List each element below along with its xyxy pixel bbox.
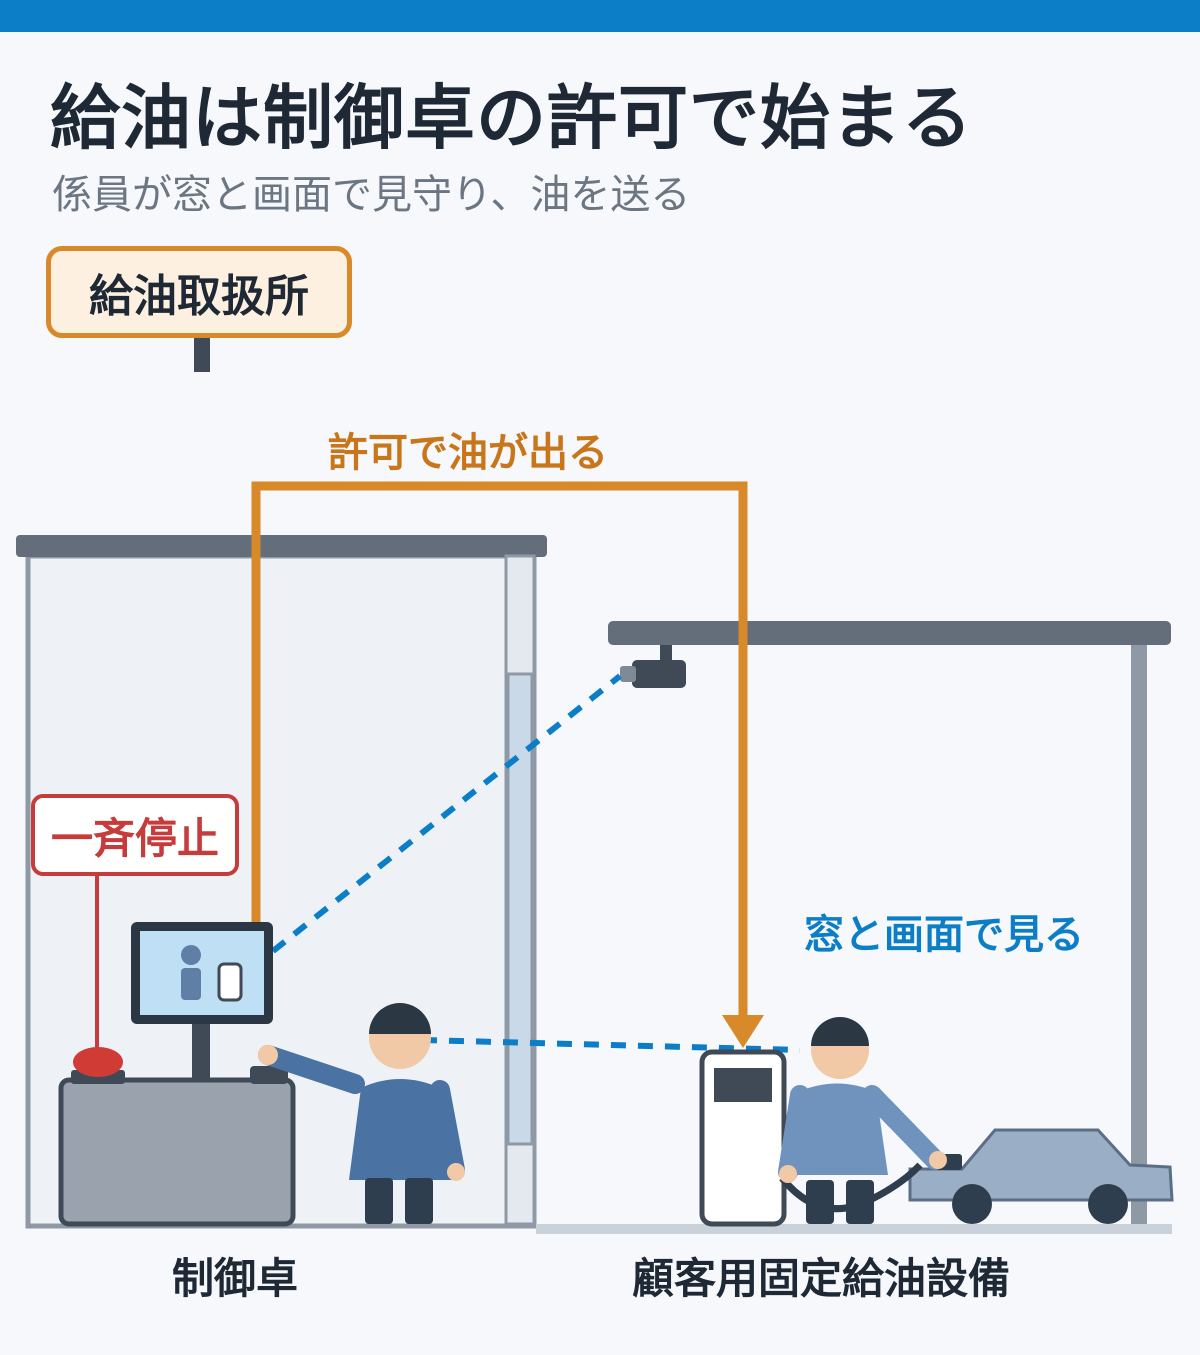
canopy-roof — [608, 621, 1171, 645]
customer-body — [786, 1083, 888, 1175]
dispenser-caption: 顧客用固定給油設備 — [632, 1254, 1011, 1303]
monitoring-label: 窓と画面で見る — [804, 912, 1084, 958]
console-desk — [58, 1077, 296, 1227]
customer-left-arm — [778, 1085, 810, 1182]
fuel-dispenser — [699, 1049, 787, 1227]
dispenser-display — [714, 1068, 772, 1102]
customer-right-arm — [862, 1085, 945, 1170]
camera-feed-line — [271, 673, 622, 954]
car-icon — [908, 1128, 1174, 1224]
attendant-right-leg — [405, 1178, 433, 1224]
attendant-hair — [369, 1003, 431, 1034]
console-control-knob — [250, 1066, 288, 1084]
customer-right-hand — [929, 1151, 947, 1169]
window-sight-line — [421, 1037, 801, 1053]
camera-icon — [620, 645, 686, 688]
monitor-stand — [192, 1022, 210, 1084]
attendant-figure — [258, 1003, 465, 1224]
control-room-window — [504, 554, 536, 1226]
control-console-caption: 制御卓 — [172, 1254, 299, 1303]
emergency-stop-label: 一斉停止 — [31, 794, 239, 876]
ground-line — [536, 1224, 1172, 1234]
forecourt-canopy — [536, 621, 1172, 1234]
page-title: 給油は制御卓の許可で始まる — [50, 77, 973, 159]
permission-flow-arrow — [251, 481, 748, 1018]
monitor-screen — [131, 922, 273, 1024]
attendant-right-arm — [430, 1080, 465, 1180]
permission-arrow-head — [722, 1015, 764, 1048]
attendant-right-hand — [447, 1163, 465, 1181]
page-subtitle: 係員が窓と画面で見守り、油を送る — [52, 172, 691, 218]
attendant-arm — [258, 1045, 365, 1094]
canopy-pillar — [1131, 645, 1147, 1225]
station-sign: 給油取扱所 — [46, 246, 352, 338]
header-bar — [0, 0, 1200, 32]
emergency-stop-button[interactable] — [71, 1047, 125, 1084]
customer-left-leg — [806, 1180, 834, 1224]
customer-figure — [778, 1017, 947, 1224]
control-room-roof — [16, 535, 547, 557]
customer-left-hand — [779, 1165, 797, 1183]
attendant-left-leg — [365, 1178, 393, 1224]
customer-hair — [811, 1017, 869, 1046]
attendant-hand — [258, 1045, 278, 1065]
attendant-body — [349, 1079, 452, 1180]
permission-flow-label: 許可で油が出る — [328, 430, 608, 476]
control-console — [58, 1022, 296, 1227]
sign-pole — [194, 338, 210, 372]
customer-right-leg — [846, 1180, 874, 1224]
